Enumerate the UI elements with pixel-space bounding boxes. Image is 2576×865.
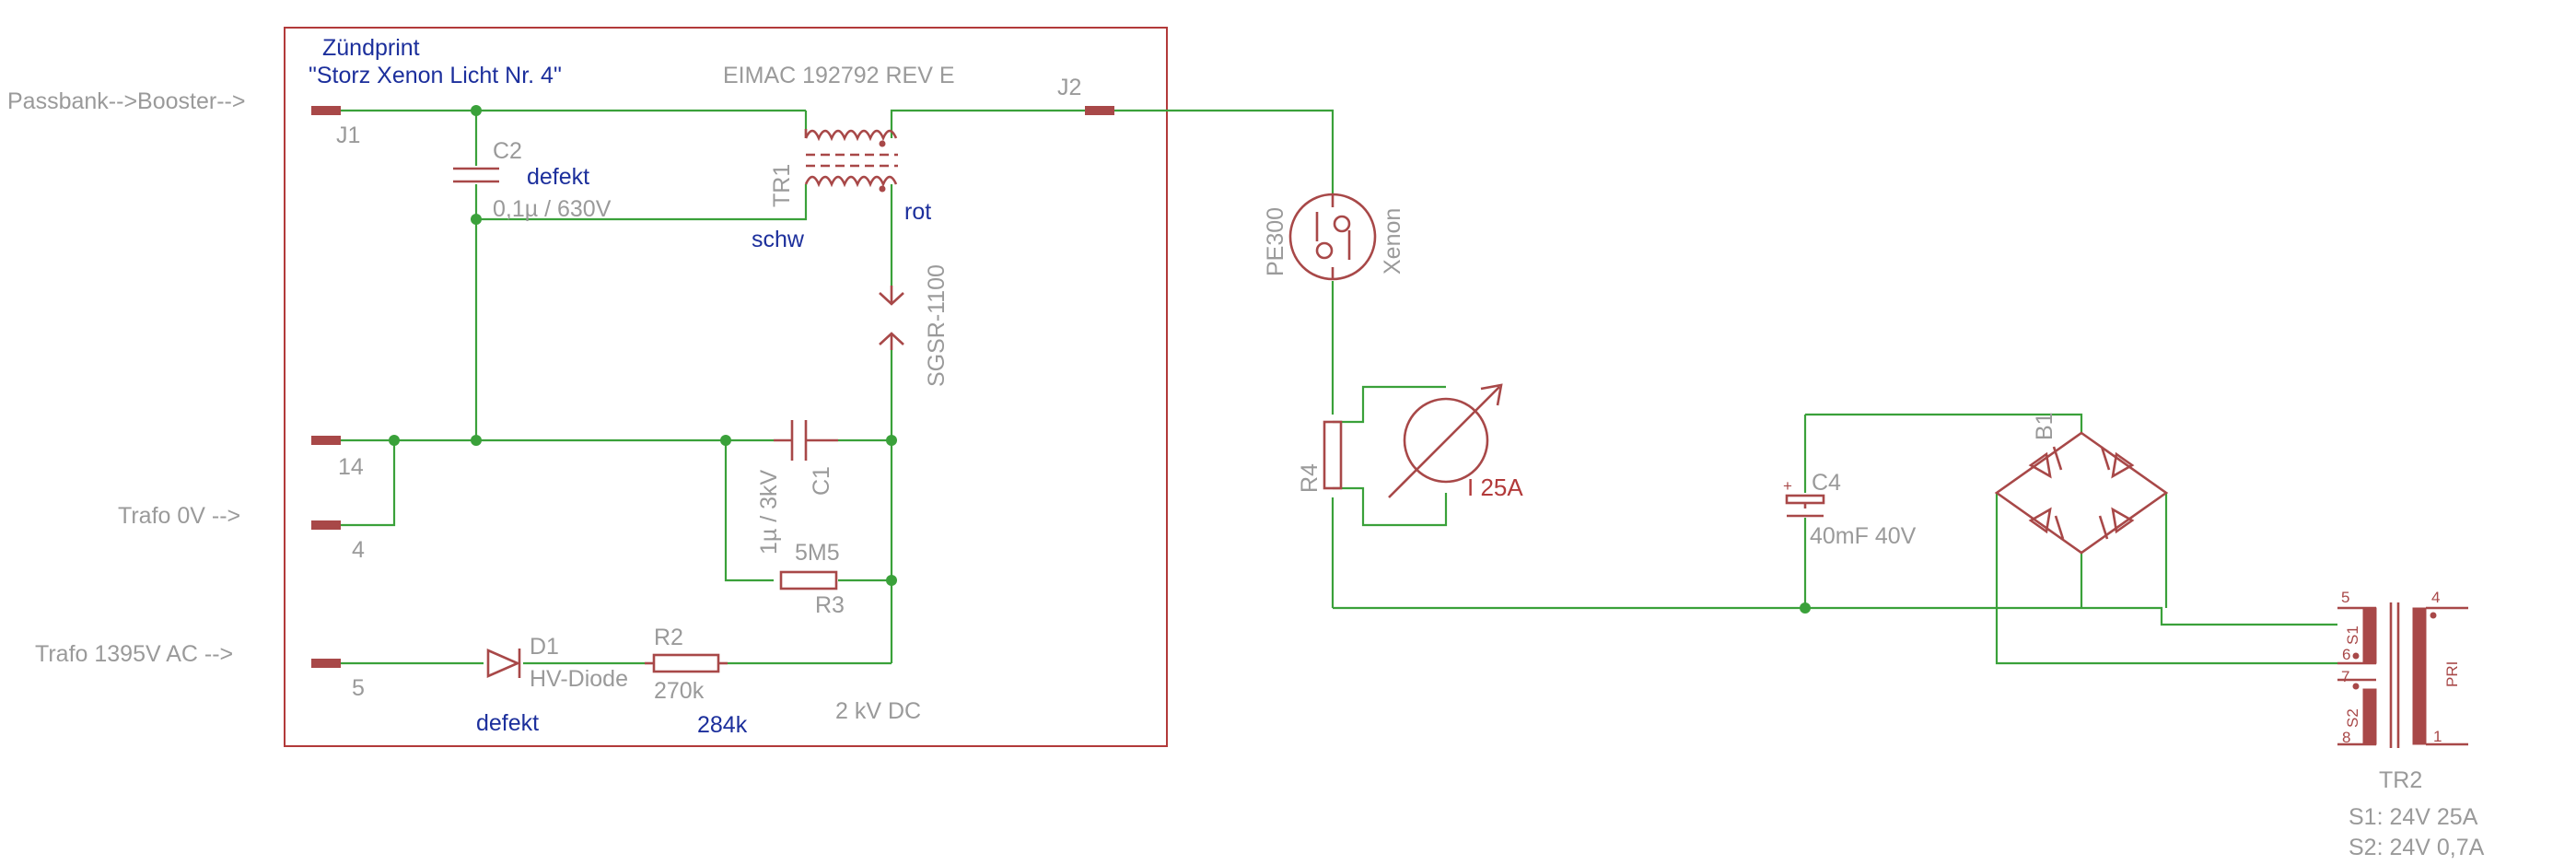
pin-j2-label: J2: [1057, 75, 1081, 100]
c4-name: C4: [1812, 470, 1841, 496]
d1-note: defekt: [476, 710, 539, 736]
b1-name: B1: [2032, 412, 2057, 440]
tr2-pin8: 8: [2342, 729, 2350, 746]
input-trafo0v-label: Trafo 0V -->: [118, 503, 240, 529]
pin-5-label: 5: [352, 675, 365, 701]
c4-plus: +: [1783, 477, 1792, 495]
tr2-pin6: 6: [2342, 646, 2350, 663]
board-title-2: "Storz Xenon Licht Nr. 4": [309, 63, 562, 88]
tr2-s1-label: S1: [2344, 625, 2361, 645]
dc-label: 2 kV DC: [835, 698, 921, 724]
r2-value: 270k: [654, 678, 705, 704]
tr2-pri-label: PRI: [2443, 661, 2461, 687]
diode-d1: [486, 649, 521, 678]
pin-14: [311, 436, 341, 445]
c2-value: 0,1µ / 630V: [493, 196, 612, 222]
input-trafo1395-label: Trafo 1395V AC -->: [35, 641, 233, 667]
tr2-pin7: 7: [2341, 668, 2349, 685]
pin-5: [311, 659, 341, 668]
meter-label: I 25A: [1467, 473, 1523, 501]
tr2-s2-label: S2: [2344, 708, 2361, 728]
tr2-pin5: 5: [2341, 589, 2349, 606]
transformer-label: EIMAC 192792 REV E: [723, 63, 955, 88]
bridge-rectifier-b1: [1994, 431, 2169, 555]
sgsr-label: SGSR-1100: [924, 264, 950, 387]
capacitor-c4: [1785, 494, 1825, 518]
r2-note: 284k: [697, 712, 748, 738]
ammeter: [1388, 383, 1503, 498]
resistor-r2: [645, 653, 728, 673]
pin-j1: [311, 106, 341, 115]
d1-value: HV-Diode: [530, 666, 628, 692]
pin-j2: [1085, 106, 1114, 115]
lamp-type: Xenon: [1380, 208, 1405, 275]
board-title-1: Zündprint: [322, 35, 420, 61]
lamp-name: PE300: [1263, 207, 1288, 276]
transformer-tr1: [804, 129, 898, 193]
tr2-pin4: 4: [2431, 589, 2440, 606]
input-passbank-label: Passbank-->Booster-->: [7, 88, 245, 114]
tr2-s2-spec: S2: 24V 0,7A: [2349, 835, 2485, 860]
tr2-pin1: 1: [2433, 728, 2442, 745]
tr2-name: TR2: [2379, 767, 2422, 793]
capacitor-c1: [774, 420, 838, 461]
tr1-name: TR1: [769, 164, 795, 207]
r4-name: R4: [1297, 463, 1323, 493]
zuendprint-frame: [284, 27, 1168, 747]
c1-value: 1µ / 3kV: [756, 469, 782, 555]
r3-value: 5M5: [795, 540, 840, 566]
resistor-r3: [779, 570, 838, 590]
tr1-rot: rot: [904, 199, 931, 225]
c2-note: defekt: [527, 164, 589, 190]
c4-value: 40mF 40V: [1810, 523, 1917, 549]
wires: [341, 109, 2337, 665]
pin-4-label: 4: [352, 537, 365, 563]
capacitor-c2: [453, 167, 499, 183]
c1-name: C1: [809, 466, 834, 496]
pin-j1-label: J1: [336, 123, 360, 148]
resistor-r4: [1323, 420, 1343, 490]
c2-name: C2: [493, 138, 522, 164]
spark-gap-sgsr: [879, 286, 904, 350]
pin-4: [311, 520, 341, 530]
r2-name: R2: [654, 625, 683, 650]
tr2-s1-spec: S1: 24V 25A: [2349, 804, 2478, 830]
junctions: [389, 105, 1811, 614]
d1-name: D1: [530, 634, 559, 660]
tr1-schw: schw: [752, 227, 805, 252]
xenon-lamp-pe300: [1288, 193, 1377, 281]
transformer-tr2: [2337, 602, 2468, 748]
r3-name: R3: [815, 592, 845, 618]
pin-14-label: 14: [338, 454, 364, 480]
